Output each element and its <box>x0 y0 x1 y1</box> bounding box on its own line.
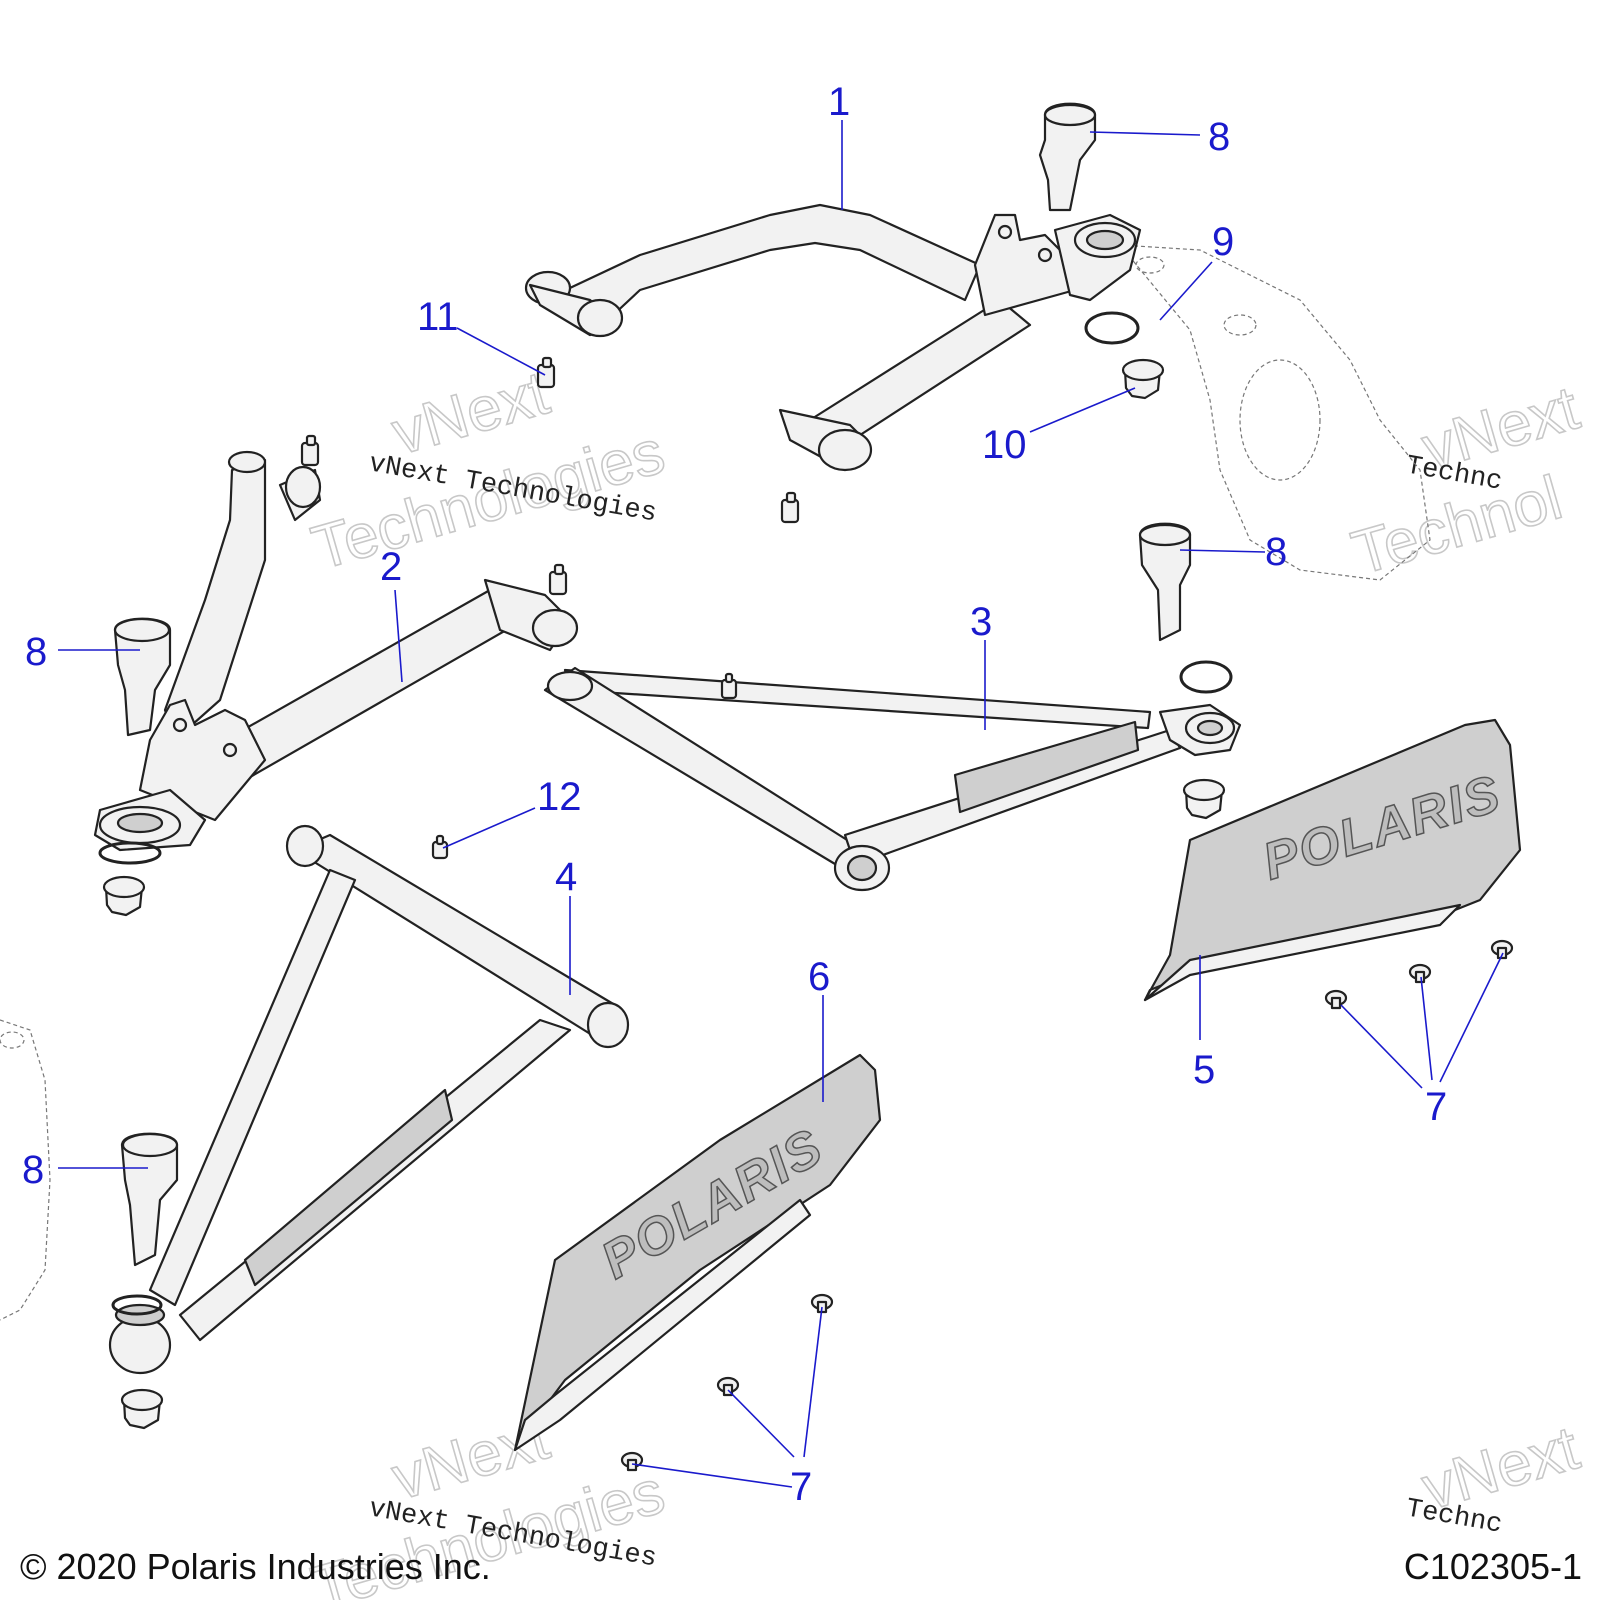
callout-7: 7 <box>1425 1085 1447 1129</box>
upper-control-arm-top <box>524 203 1142 472</box>
grease-fitting <box>720 672 738 700</box>
callout-11: 11 <box>417 295 459 339</box>
a-arm-guard-right: POLARIS <box>1143 718 1522 1002</box>
lower-control-arm-left <box>108 824 630 1375</box>
callout-6: 6 <box>808 955 830 999</box>
watermarks: vNext Technologies vNext Technologies vN… <box>304 358 1587 1600</box>
copyright-text: © 2020 Polaris Industries Inc. <box>20 1546 491 1587</box>
grease-fitting <box>300 434 320 467</box>
spindle-ghost-left <box>0 1019 51 1321</box>
callout-1: 1 <box>828 80 850 124</box>
bushing <box>120 1388 164 1430</box>
callout-4: 4 <box>555 855 577 899</box>
callout-9: 9 <box>1212 220 1234 264</box>
callout-8: 8 <box>22 1148 44 1192</box>
callout-8: 8 <box>1265 530 1287 574</box>
bolt <box>620 939 1514 1472</box>
callout-12: 12 <box>537 775 582 819</box>
ball-joint <box>120 1132 179 1267</box>
bushing <box>102 875 146 917</box>
callout-10: 10 <box>982 423 1027 467</box>
grease-fitting <box>548 563 568 596</box>
ball-joint <box>113 617 172 737</box>
spindle-ghost-right <box>1118 244 1431 581</box>
bushing <box>1121 358 1165 400</box>
ball-joint <box>1138 522 1192 642</box>
callout-5: 5 <box>1193 1048 1215 1092</box>
figure-id: C102305-1 <box>1403 1546 1582 1587</box>
upper-control-arm-left <box>93 450 579 852</box>
callout-3: 3 <box>970 600 992 644</box>
bushing <box>1182 778 1226 820</box>
callout-8: 8 <box>1208 115 1230 159</box>
callout-8: 8 <box>25 630 47 674</box>
grease-fitting <box>536 356 556 389</box>
grease-fitting <box>780 491 800 524</box>
callout-2: 2 <box>380 545 402 589</box>
a-arm-guard-left: POLARIS <box>513 1053 882 1452</box>
snap-ring <box>98 311 1233 1316</box>
ball-joint <box>1038 102 1097 212</box>
callout-labels: 1 2 3 4 5 6 7 7 8 8 8 8 9 10 11 12 <box>22 80 1447 1509</box>
leader-lines <box>58 120 1504 1488</box>
lower-control-arm-middle <box>543 666 1242 892</box>
grease-fitting <box>431 834 449 860</box>
callout-7: 7 <box>790 1465 812 1509</box>
